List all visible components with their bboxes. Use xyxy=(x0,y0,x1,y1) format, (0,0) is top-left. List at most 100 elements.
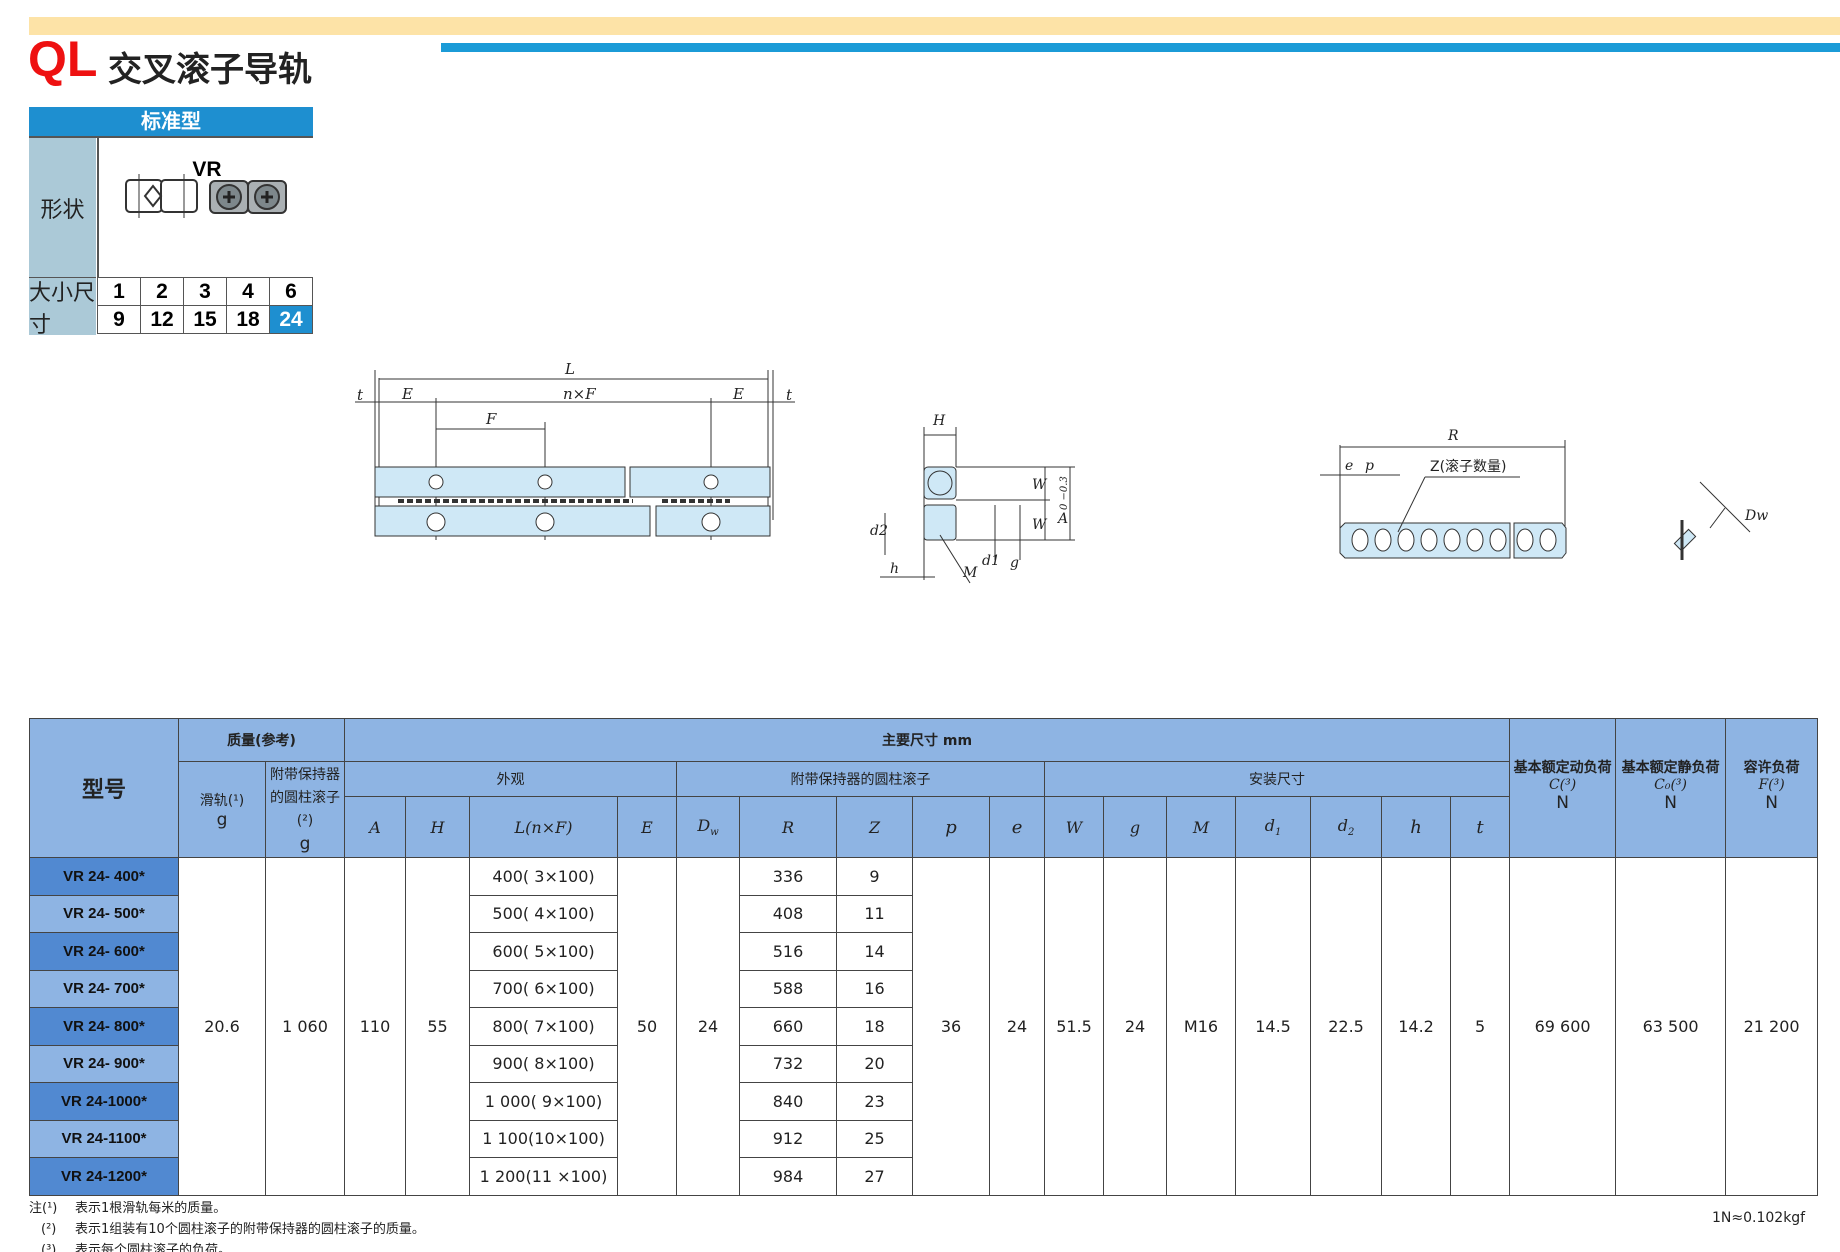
size-3: 3 xyxy=(183,277,227,306)
dim-e: e xyxy=(1345,458,1353,474)
cell-L: 700( 6×100) xyxy=(469,969,619,1008)
cell-g: 24 xyxy=(1103,857,1168,1196)
col-d2: d2 xyxy=(1310,796,1383,858)
shape-label: 形状 xyxy=(29,138,96,277)
cell-e: 24 xyxy=(989,857,1046,1196)
dim-d1: d1 xyxy=(982,553,1000,569)
roller-mark xyxy=(1351,528,1369,552)
cell-L: 600( 5×100) xyxy=(469,932,619,971)
cell-A: 110 xyxy=(344,857,407,1196)
cell-R: 660 xyxy=(739,1007,838,1046)
size-4: 4 xyxy=(226,277,270,306)
col-g: g xyxy=(1103,796,1168,858)
col-M: M xyxy=(1166,796,1237,858)
size-2: 2 xyxy=(140,277,184,306)
cell-R: 732 xyxy=(739,1044,838,1083)
cell-L: 1 200(11 ×100) xyxy=(469,1157,619,1196)
col-E: E xyxy=(617,796,678,858)
col-Dw: Dw xyxy=(676,796,741,858)
dim-A: A xyxy=(1056,511,1068,527)
cell-h: 14.2 xyxy=(1381,857,1452,1196)
model-cell: VR 24- 500* xyxy=(29,894,179,933)
cell-C0: 63 500 xyxy=(1615,857,1727,1196)
col-Z: Z xyxy=(836,796,914,858)
cell-roller_mass: 1 060 xyxy=(264,857,346,1196)
col-R: R xyxy=(739,796,838,858)
footnote-1: 注(¹)表示1根滑轨每米的质量。 xyxy=(29,1201,227,1216)
col-H: H xyxy=(405,796,471,858)
cell-d2: 22.5 xyxy=(1310,857,1383,1196)
type-label: 标准型 xyxy=(29,107,313,138)
footnotes: 注(¹)表示1根滑轨每米的质量。 (²)表示1组装有10个圆柱滚子的附带保持器的… xyxy=(29,1197,529,1252)
dim-R: R xyxy=(1447,428,1459,444)
size-24-selected: 24 xyxy=(269,305,313,334)
dim-p: p xyxy=(1365,458,1374,474)
dim-A-tolerance: 0 −0.3 xyxy=(1059,476,1070,510)
col-t: t xyxy=(1450,796,1511,858)
col-W: W xyxy=(1044,796,1105,858)
cell-Z: 14 xyxy=(836,932,914,971)
dim-Z: Z(滚子数量) xyxy=(1430,458,1507,475)
cell-R: 588 xyxy=(739,969,838,1008)
retainer-diagram: R e p Z(滚子数量) Dw xyxy=(1320,428,1768,560)
size-label: 大小尺寸 xyxy=(29,277,96,338)
cell-L: 1 000( 9×100) xyxy=(469,1082,619,1121)
cell-R: 912 xyxy=(739,1119,838,1158)
col-main-dims: 主要尺寸 mm xyxy=(344,718,1511,762)
dim-t-left: t xyxy=(357,386,364,404)
dim-Dw: Dw xyxy=(1744,508,1768,524)
rail-side-diagram: L t E n×F F E t xyxy=(355,360,795,540)
col-roller-mass: 附带保持器的圆柱滚子(²)g xyxy=(264,761,346,858)
col-d1: d1 xyxy=(1235,796,1312,858)
size-15: 15 xyxy=(183,305,227,334)
roller-mark xyxy=(1516,528,1534,552)
cell-L: 500( 4×100) xyxy=(469,894,619,933)
size-9: 9 xyxy=(97,305,141,334)
cell-Z: 20 xyxy=(836,1044,914,1083)
cell-R: 840 xyxy=(739,1082,838,1121)
col-roller-dims: 附带保持器的圆柱滚子 xyxy=(676,761,1046,797)
cell-H: 55 xyxy=(405,857,471,1196)
dim-W-lower: W xyxy=(1032,517,1048,533)
cell-Z: 11 xyxy=(836,894,914,933)
cell-R: 984 xyxy=(739,1157,838,1196)
cell-L: 400( 3×100) xyxy=(469,857,619,896)
cell-Z: 16 xyxy=(836,969,914,1008)
size-1: 1 xyxy=(97,277,141,306)
cross-section-diagram: H W W A 0 −0.3 d2 d1 g h M xyxy=(870,413,1075,584)
col-rail-mass: 滑轨(¹)g xyxy=(178,761,266,858)
size-12: 12 xyxy=(140,305,184,334)
col-mount: 安装尺寸 xyxy=(1044,761,1511,797)
col-e: e xyxy=(989,796,1046,858)
roller-mark xyxy=(1397,528,1415,552)
col-A: A xyxy=(344,796,407,858)
cell-W: 51.5 xyxy=(1044,857,1105,1196)
model-cell: VR 24- 900* xyxy=(29,1044,179,1083)
dim-h: h xyxy=(890,561,899,577)
footnote-3: (³)表示每个圆柱滚子的负荷。 xyxy=(41,1243,232,1252)
series-code: QL xyxy=(28,31,98,87)
cell-E: 50 xyxy=(617,857,678,1196)
roller-mark xyxy=(1539,528,1557,552)
cell-Dw: 24 xyxy=(676,857,741,1196)
cell-R: 336 xyxy=(739,857,838,896)
col-mass: 质量(参考) xyxy=(177,718,346,762)
col-h: h xyxy=(1381,796,1452,858)
cell-F: 21 200 xyxy=(1725,857,1819,1196)
cell-d1: 14.5 xyxy=(1235,857,1312,1196)
col-model: 型号 xyxy=(29,718,179,858)
model-cell: VR 24- 800* xyxy=(29,1007,179,1046)
